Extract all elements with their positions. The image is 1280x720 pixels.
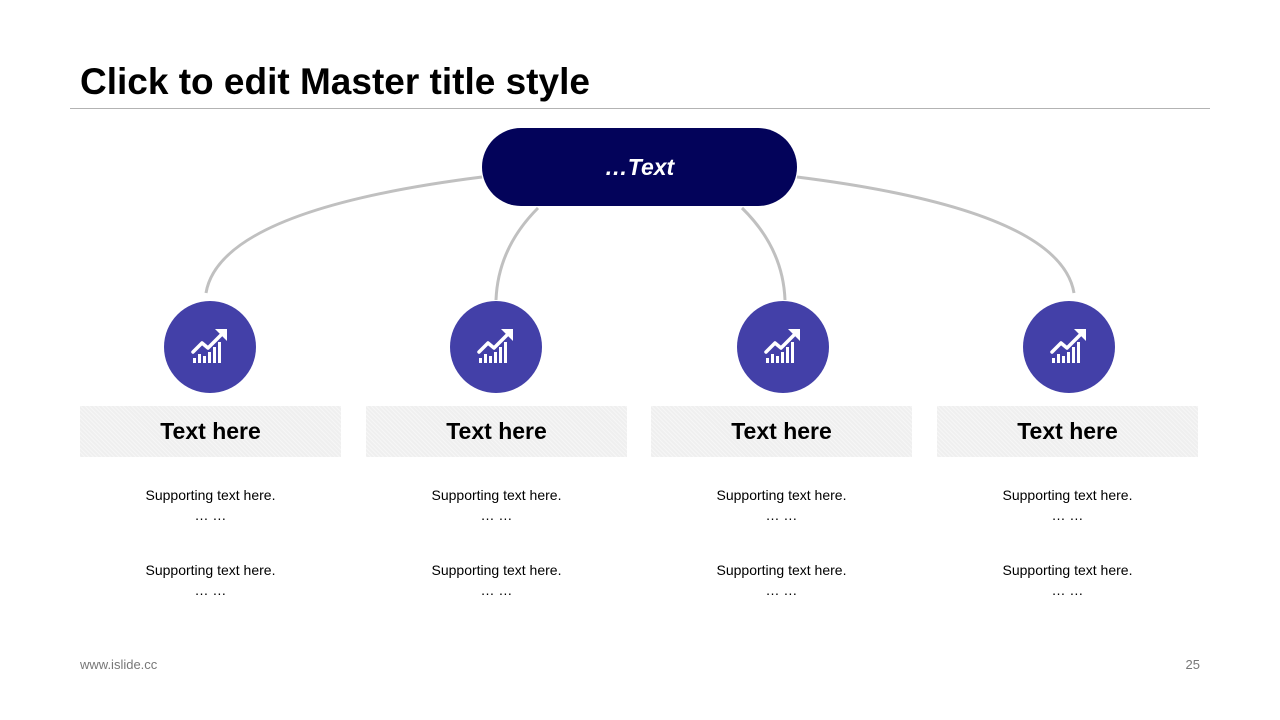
branch-1-heading[interactable]: Text here <box>80 406 341 457</box>
title-divider <box>70 108 1210 109</box>
page-number: 25 <box>1185 657 1200 672</box>
ellipsis-text: … … <box>765 507 798 523</box>
ellipsis-text: … … <box>194 507 227 523</box>
ellipsis-text: … … <box>1051 507 1084 523</box>
branch-2-item-1[interactable]: Supporting text here. … … <box>366 485 627 525</box>
footer-url: www.islide.cc <box>80 657 158 672</box>
growth-chart-icon <box>477 329 513 363</box>
connector-branch-4 <box>796 175 1076 294</box>
growth-chart-icon <box>1050 329 1086 363</box>
root-node[interactable]: …Text <box>482 128 797 206</box>
supporting-text: Supporting text here. <box>145 562 276 578</box>
slide-title[interactable]: Click to edit Master title style <box>80 61 590 102</box>
branch-3-heading[interactable]: Text here <box>651 406 912 457</box>
branch-3-icon-circle <box>737 301 829 393</box>
ellipsis-text: … … <box>194 582 227 598</box>
branch-1-icon-circle <box>164 301 256 393</box>
supporting-text: Supporting text here. <box>716 562 847 578</box>
branch-4-heading[interactable]: Text here <box>937 406 1198 457</box>
growth-chart-icon <box>191 329 227 363</box>
supporting-text: Supporting text here. <box>1002 562 1133 578</box>
ellipsis-text: … … <box>765 582 798 598</box>
branch-2-icon-circle <box>450 301 542 393</box>
supporting-text: Supporting text here. <box>431 562 562 578</box>
growth-chart-icon <box>764 329 800 363</box>
ellipsis-text: … … <box>480 507 513 523</box>
branch-2-heading[interactable]: Text here <box>366 406 627 457</box>
ellipsis-text: … … <box>1051 582 1084 598</box>
supporting-text: Supporting text here. <box>1002 487 1133 503</box>
branch-1-item-1[interactable]: Supporting text here. … … <box>80 485 341 525</box>
connector-branch-3 <box>740 206 787 301</box>
branch-3-item-2[interactable]: Supporting text here. … … <box>651 560 912 600</box>
supporting-text: Supporting text here. <box>431 487 562 503</box>
root-node-label: …Text <box>604 153 675 180</box>
connector-branch-2 <box>494 206 540 301</box>
supporting-text: Supporting text here. <box>145 487 276 503</box>
branch-1-item-2[interactable]: Supporting text here. … … <box>80 560 341 600</box>
supporting-text: Supporting text here. <box>716 487 847 503</box>
branch-3-item-1[interactable]: Supporting text here. … … <box>651 485 912 525</box>
ellipsis-text: … … <box>480 582 513 598</box>
branch-4-icon-circle <box>1023 301 1115 393</box>
branch-2-item-2[interactable]: Supporting text here. … … <box>366 560 627 600</box>
branch-4-item-1[interactable]: Supporting text here. … … <box>937 485 1198 525</box>
connector-branch-1 <box>204 175 483 294</box>
branch-4-item-2[interactable]: Supporting text here. … … <box>937 560 1198 600</box>
